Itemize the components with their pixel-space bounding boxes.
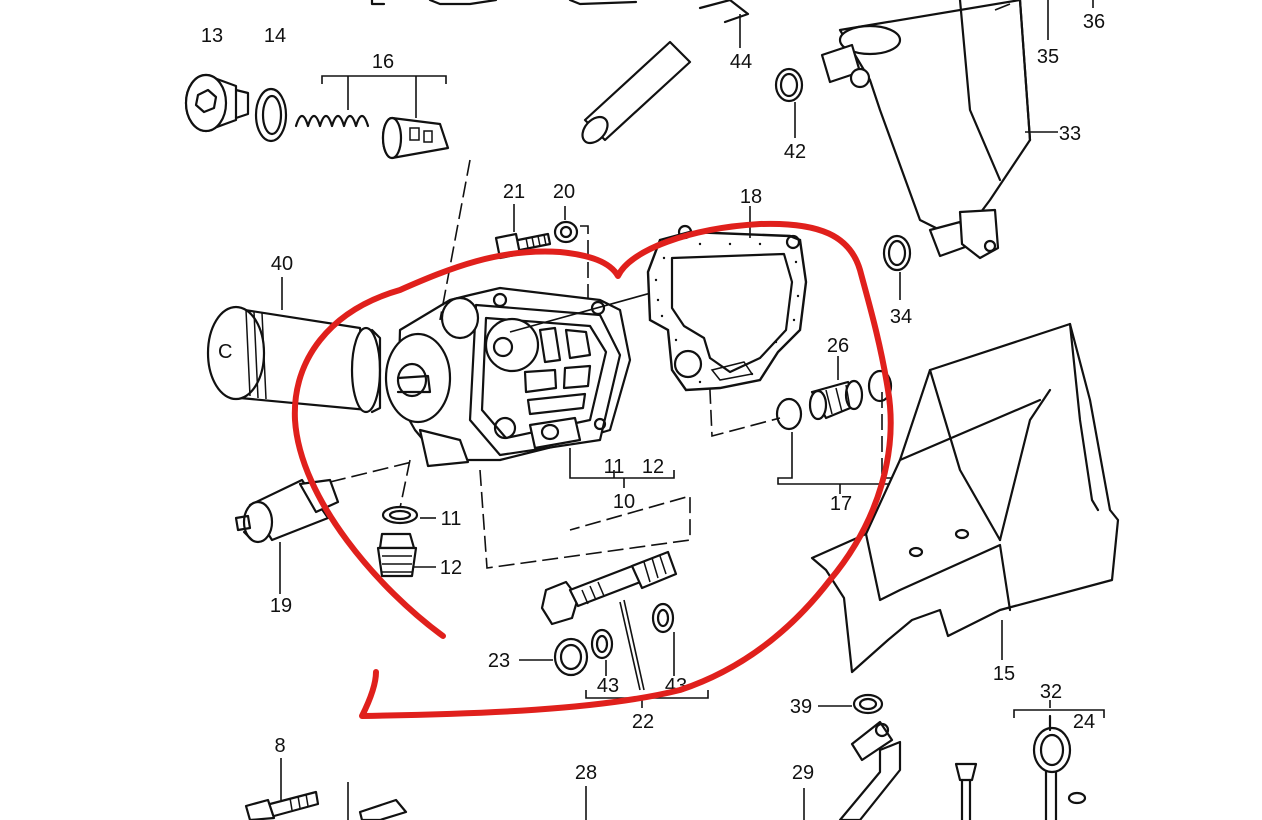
label-39: 39	[790, 696, 812, 718]
label-15: 15	[993, 663, 1015, 685]
part-15-heat-shield	[810, 322, 1120, 674]
part-42-o-ring	[774, 67, 804, 138]
part-16-spring-piston	[294, 75, 450, 160]
label-26: 26	[827, 335, 849, 357]
label-40: 40	[271, 253, 293, 275]
part-20-washer	[553, 206, 589, 300]
svg-text:C: C	[218, 341, 232, 363]
label-14: 14	[264, 25, 286, 47]
label-22: 22	[632, 711, 654, 733]
part-12-plug-left	[376, 532, 436, 578]
label-10: 10	[613, 491, 635, 513]
label-28: 28	[575, 762, 597, 784]
label-43-left: 43	[597, 675, 619, 697]
part-34-o-ring	[882, 234, 912, 300]
label-11-right: 11	[604, 456, 625, 478]
label-21: 21	[503, 181, 525, 203]
label-20: 20	[553, 181, 575, 203]
label-32: 32	[1040, 681, 1062, 703]
part-13-plug-screw	[184, 73, 250, 133]
label-36: 36	[1083, 11, 1105, 33]
part-11-washer-left	[381, 505, 436, 525]
top-edge-fragments	[370, 0, 638, 6]
part-32-dipstick	[1013, 700, 1105, 820]
part-29-pipe	[803, 720, 902, 820]
part-26-spacer	[808, 356, 864, 421]
part-8-bolt	[244, 758, 408, 820]
part-number-labels: 13 14 16 44 42 35 36 33 21 20 18 40 34 2…	[201, 11, 1105, 784]
label-34: 34	[890, 306, 912, 328]
assembly-dashed-lines	[329, 159, 883, 569]
label-12-left: 12	[440, 557, 462, 579]
label-29: 29	[792, 762, 814, 784]
part-23-seal-ring	[519, 637, 589, 677]
label-13: 13	[201, 25, 223, 47]
part-dipstick-tube	[954, 762, 978, 820]
label-8: 8	[274, 735, 285, 757]
part-14-seal-ring	[254, 87, 288, 143]
label-33: 33	[1059, 123, 1081, 145]
part-10-oil-cooler-housing	[384, 277, 706, 488]
red-circle-annotation	[291, 220, 894, 719]
label-17: 17	[830, 493, 852, 515]
label-11-left: 11	[441, 508, 462, 530]
label-23: 23	[488, 650, 510, 672]
part-40-filter-cartridge: C	[206, 277, 382, 414]
label-19: 19	[270, 595, 292, 617]
label-44: 44	[730, 51, 752, 73]
part-19-sensor	[234, 478, 340, 594]
label-12-right: 12	[642, 456, 664, 478]
label-18: 18	[740, 186, 762, 208]
part-39-washer	[818, 693, 884, 715]
label-16: 16	[372, 51, 394, 73]
part-22-hollow-bolt	[540, 550, 678, 691]
label-42: 42	[784, 141, 806, 163]
part-44-tube	[581, 0, 750, 145]
gasket-stipple	[654, 242, 800, 384]
part-18-gasket	[646, 206, 808, 392]
label-24: 24	[1073, 711, 1095, 733]
label-35: 35	[1037, 46, 1059, 68]
part-33-filter-housing	[820, 0, 1094, 260]
